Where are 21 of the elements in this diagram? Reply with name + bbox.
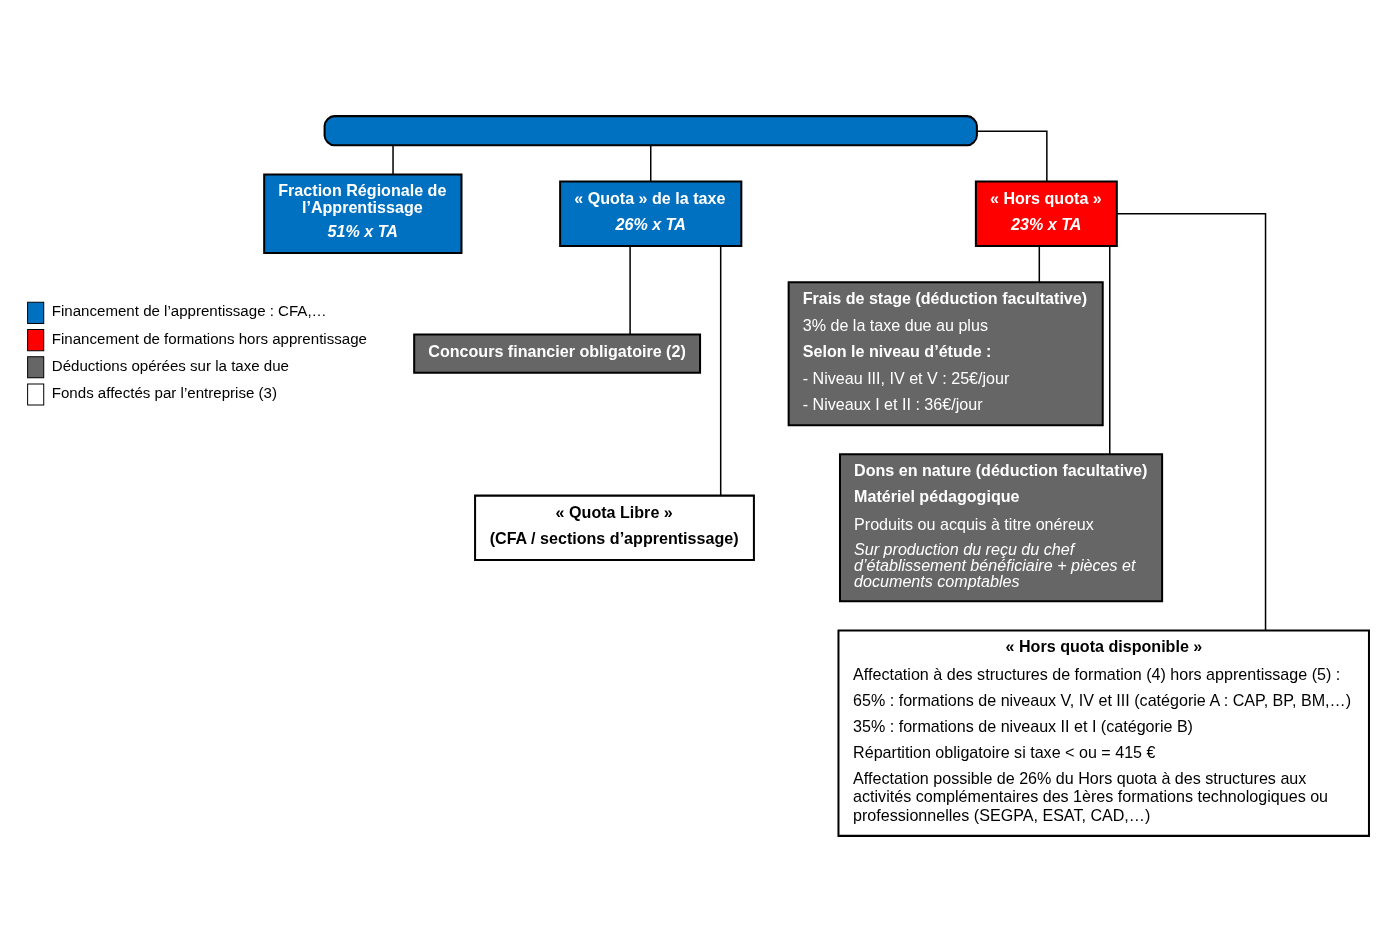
connector — [649, 144, 651, 183]
connector — [1038, 245, 1040, 283]
connector — [719, 245, 721, 497]
node-box: « Hors quota » 23% x TA — [974, 180, 1118, 247]
legend-label: Fonds affectés par l’entreprise (3) — [51, 383, 277, 401]
connector — [391, 144, 394, 176]
connector — [628, 245, 631, 336]
legend-label: Déductions opérées sur la taxe due — [51, 356, 289, 374]
node-box — [323, 115, 978, 147]
node-box: Fraction Régionale de l’Apprentissage 51% x TA — [262, 173, 462, 255]
legend-label: Financement de l’apprentissage : CFA,… — [51, 302, 327, 320]
connector — [1108, 245, 1110, 455]
connector — [975, 130, 1048, 182]
node-box: Frais de stage (déduction facultative) 3% de la taxe due au plus Selon le niveau d’étude : - Niveau III, IV et V : 25€/jour - Niveaux I et II : 36€/jour — [787, 281, 1104, 427]
legend-label: Financement de formations hors apprentissage — [51, 329, 367, 347]
node-box: « Quota » de la taxe 26% x TA — [558, 180, 742, 247]
node-box: « Quota Libre » (CFA / sections d’apprentissage) — [473, 494, 755, 562]
node-box: Dons en nature (déduction facultative) Matériel pédagogique Produits ou acquis à titre onéreux Sur production du reçu du chef d’établissement bénéficiaire + pièces et documents comptables — [838, 453, 1163, 603]
node-box: « Hors quota disponible » Affectation à des structures de formation (4) hors apprentissage (5) : 65% : formations de niveaux V, IV et III (catégorie A : CAP, BP, BM,…) 35% : formations de niveaux II et I (catégorie B) Répartition obligatoire si taxe < ou = 415 € Affectation possible de 26% du Hors quota à des structures aux activités complémentaires des 1ères formations technologiques ou professionnelles (SEGPA, ESAT, CAD,…) — [836, 629, 1370, 837]
connector — [1115, 213, 1266, 632]
node-box: Concours financier obligatoire (2) — [412, 333, 701, 374]
